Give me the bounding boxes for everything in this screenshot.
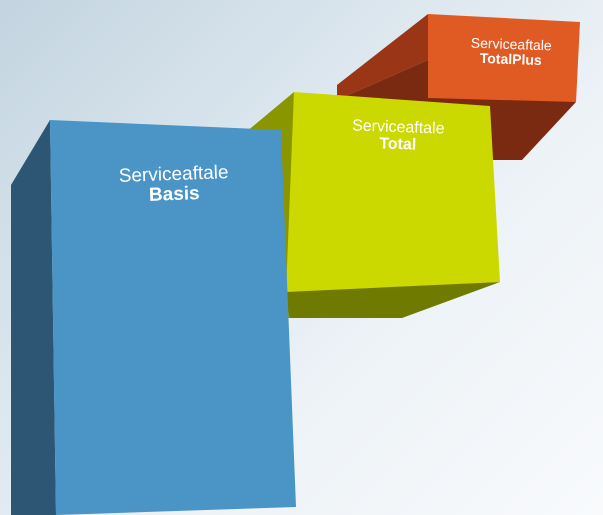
- box-basis-left-face: [11, 120, 56, 515]
- box-basis-label: Serviceaftale Basis: [102, 162, 245, 208]
- box-totalplus-label: Serviceaftale TotalPlus: [455, 35, 568, 68]
- box-total-front-face: [286, 92, 500, 292]
- box-totalplus-front-face: [428, 14, 580, 102]
- box-basis: [11, 120, 296, 515]
- box-total-bottom-face: [283, 282, 500, 318]
- box-total-label: Serviceaftale Total: [331, 117, 464, 156]
- box-basis-front-face: [50, 120, 296, 515]
- box-totalplus-left-face: [337, 14, 428, 100]
